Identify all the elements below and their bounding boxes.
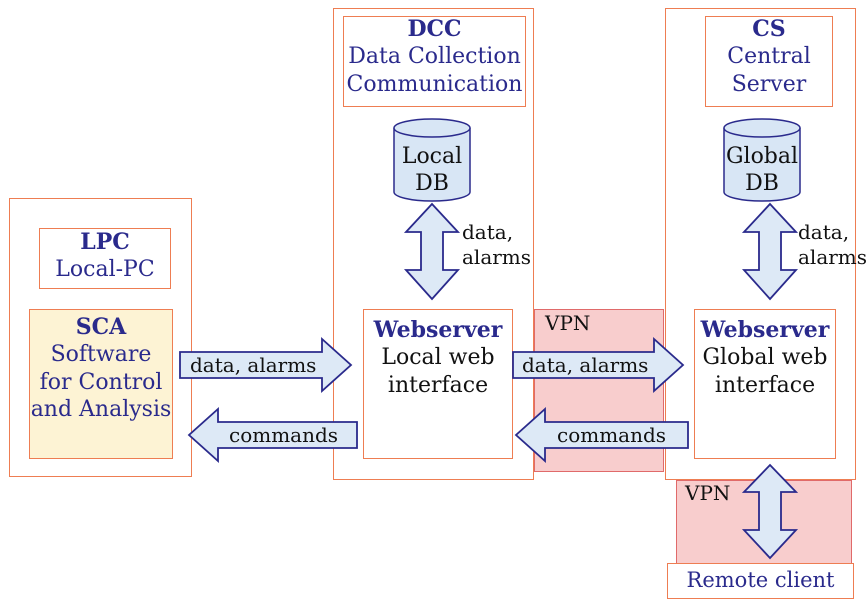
global-db-line1: Global [725,144,799,169]
local-db-icon [393,118,471,202]
dcc-to-cs-arrow [512,336,685,394]
sca-box [29,309,173,459]
local-webserver-line1: Local web [381,345,495,371]
vpn-bottom-label: VPN [685,481,731,505]
local-webserver-text: Webserver Local web interface [363,317,513,399]
local-db-arrow-line2: alarms [462,244,532,269]
dcc-line2: Communication [346,71,523,97]
dcc-abbr: DCC [407,16,462,42]
cs-line1: Central [727,44,811,70]
global-db-icon [723,118,801,202]
local-db-label: Local DB [394,143,470,198]
local-webserver-title: Webserver [373,317,503,343]
lpc-header-text: LPC Local-PC [39,229,171,284]
dcc-container [333,8,534,480]
vpn-middle-label: VPN [545,311,591,335]
dcc-to-lpc-arrow [187,406,358,464]
cs-to-dcc-arrow [514,406,689,464]
local-db-arrow [403,202,461,301]
lpc-container [9,198,192,477]
local-webserver-box [363,309,513,459]
global-db-arrow-label: data, alarms [798,220,867,270]
lpc-to-dcc-label: data, alarms [190,353,317,377]
dcc-to-cs-label: data, alarms [522,353,649,377]
local-webserver-line2: interface [387,372,489,398]
dcc-header-box [343,16,526,107]
remote-client-arrow [741,463,799,560]
cs-line2: Server [731,71,807,97]
sca-line3: and Analysis [30,396,172,422]
cs-header-text: CS Central Server [705,16,833,98]
global-db-arrow-line1: data, [798,220,850,244]
cs-header-box [705,16,833,107]
lpc-name: Local-PC [55,257,155,283]
sca-text: SCA Software for Control and Analysis [29,314,173,423]
local-db-arrow-label: data, alarms [462,220,531,270]
lpc-abbr: LPC [80,229,130,255]
dcc-to-lpc-label: commands [229,423,339,447]
dcc-line1: Data Collection [348,44,521,70]
remote-client-label: Remote client [686,568,835,592]
global-db-arrow [741,202,799,301]
remote-client-box [667,563,854,599]
lpc-to-dcc-arrow [179,336,353,394]
cs-abbr: CS [752,16,786,42]
global-db-label: Global DB [724,143,800,198]
cs-to-dcc-label: commands [557,423,667,447]
global-webserver-text: Webserver Global web interface [694,317,836,399]
global-webserver-title: Webserver [700,317,830,343]
local-db-line1: Local [401,144,463,169]
global-db-line2: DB [745,171,779,197]
local-db-arrow-line1: data, [462,220,514,244]
sca-line1: Software [50,342,152,368]
global-webserver-line2: interface [714,372,816,398]
sca-abbr: SCA [75,314,127,340]
local-db-line2: DB [415,171,449,197]
global-db-arrow-line2: alarms [798,244,867,269]
sca-line2: for Control [39,369,163,395]
global-webserver-line1: Global web [702,345,828,371]
dcc-header-text: DCC Data Collection Communication [343,16,526,98]
lpc-header-box [39,228,171,289]
global-webserver-box [694,309,836,459]
